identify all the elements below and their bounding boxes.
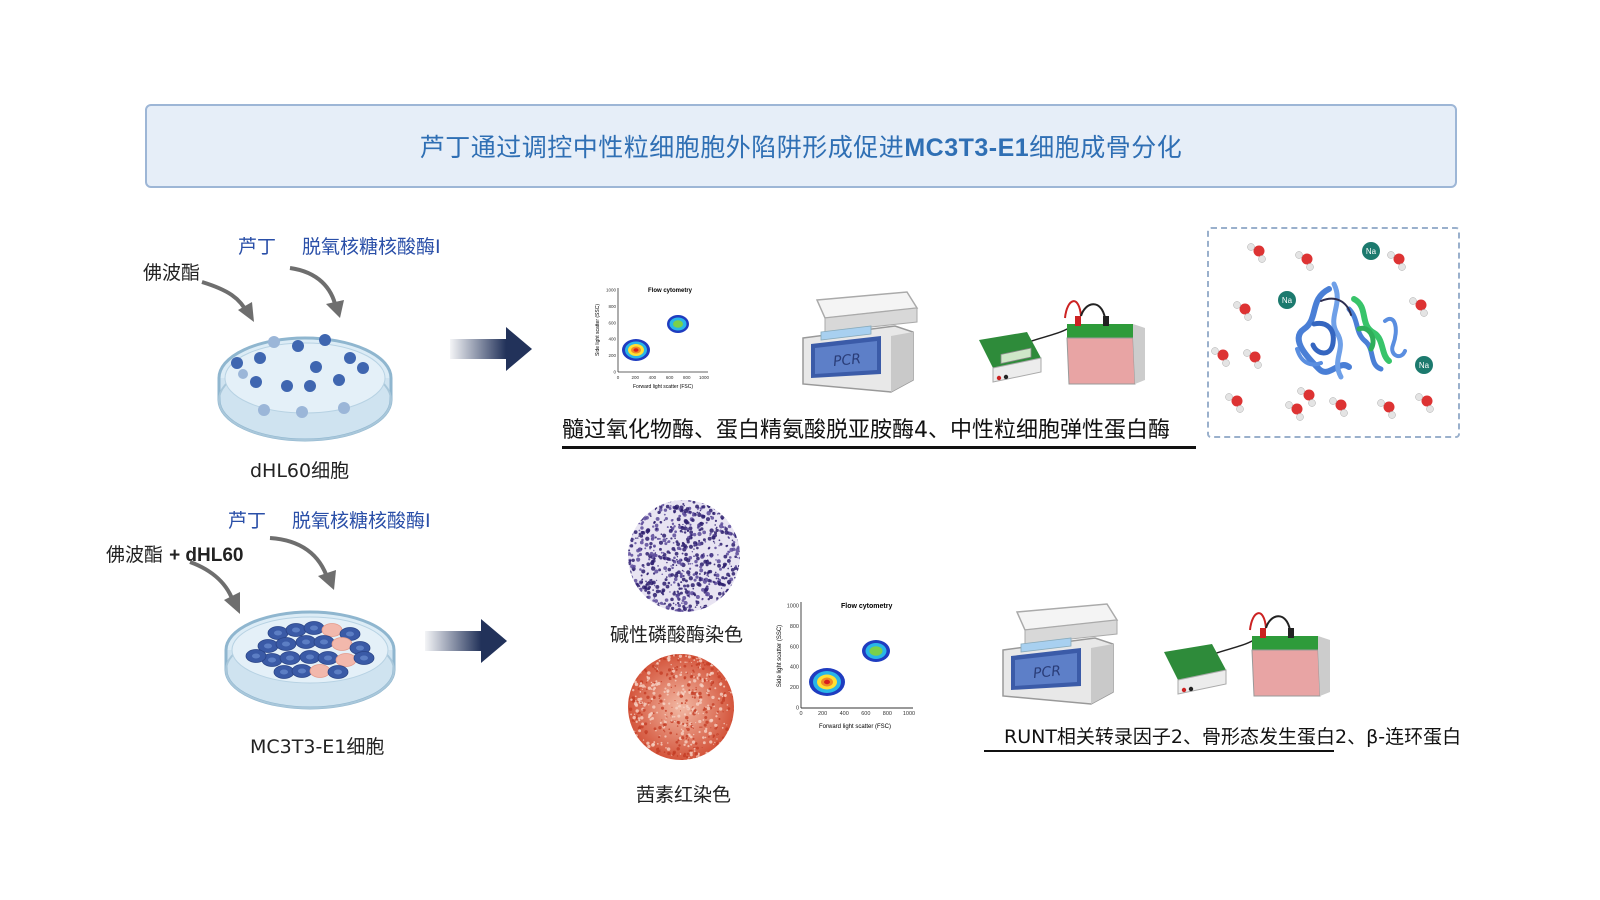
top-dish-illustration bbox=[201, 266, 393, 442]
water-molecule bbox=[1387, 251, 1406, 271]
bottom-dish-label: MC3T3-E1细胞 bbox=[250, 736, 385, 758]
flow-xtick: 400 bbox=[649, 375, 657, 380]
curved-arrow-icon bbox=[289, 266, 338, 309]
bottom-flow-cytometry-plot: Flow cytometry 0 200 400 600 800 1000 0 200 400… bbox=[777, 602, 915, 730]
top-pma-label: 佛波酯 bbox=[143, 262, 201, 284]
title-banner: 芦丁通过调控中性粒细胞胞外陷阱形成促进MC3T3-E1细胞成骨分化 bbox=[145, 104, 1457, 188]
protein-structure-illustration: Na Na Na bbox=[1211, 242, 1434, 421]
top-rutin-label: 芦丁 bbox=[238, 236, 277, 258]
top-dnase-label: 脱氧核糖核酸酶I bbox=[302, 236, 441, 258]
density-cluster-high bbox=[667, 315, 689, 333]
process-arrow-icon bbox=[450, 327, 532, 371]
flow-xlabel: Forward light scatter (FSC) bbox=[633, 384, 693, 390]
water-molecule bbox=[1329, 397, 1348, 417]
flow-title: Flow cytometry bbox=[648, 288, 693, 294]
flow-xtick: 0 bbox=[799, 711, 802, 717]
flow-ytick: 0 bbox=[613, 370, 616, 375]
flow-ytick: 0 bbox=[796, 706, 799, 712]
pcr-label: PCR bbox=[1032, 663, 1061, 682]
density-cluster-high bbox=[862, 640, 890, 662]
flow-xlabel: Forward light scatter (FSC) bbox=[819, 724, 891, 730]
flow-title: Flow cytometry bbox=[841, 603, 892, 610]
cell bbox=[321, 623, 343, 637]
svg-text:Na: Na bbox=[1419, 361, 1430, 370]
flow-ytick: 600 bbox=[790, 644, 799, 650]
water-molecule bbox=[1247, 243, 1266, 263]
bottom-dnase-label: 脱氧核糖核酸酶I bbox=[292, 510, 431, 532]
alizarin-stain-image bbox=[628, 654, 734, 760]
water-molecule bbox=[1225, 393, 1244, 413]
flow-ytick: 800 bbox=[790, 624, 799, 630]
process-arrow-icon bbox=[425, 619, 507, 663]
flow-xtick: 1000 bbox=[699, 375, 710, 380]
svg-text:Na: Na bbox=[1282, 296, 1293, 305]
bottom-caption: RUNT相关转录因子2、骨形态发生蛋白2、β-连环蛋白 bbox=[1004, 726, 1462, 748]
flow-xtick: 0 bbox=[617, 375, 620, 380]
flow-ytick: 800 bbox=[608, 304, 616, 309]
flow-ylabel: Side light scatter (SSC) bbox=[595, 304, 601, 356]
top-caption-underline bbox=[562, 446, 1196, 449]
flow-xtick: 200 bbox=[631, 375, 639, 380]
water-molecule bbox=[1243, 349, 1262, 369]
cell bbox=[335, 653, 357, 667]
flow-ytick: 200 bbox=[790, 685, 799, 691]
bottom-rutin-label: 芦丁 bbox=[228, 510, 267, 532]
top-dish-label: dHL60细胞 bbox=[250, 460, 350, 482]
flow-xtick: 1000 bbox=[903, 711, 915, 717]
bottom-dish-illustration bbox=[189, 536, 396, 710]
water-molecule bbox=[1233, 301, 1252, 321]
sodium-ion: Na bbox=[1362, 242, 1380, 260]
electrophoresis-icon bbox=[1164, 612, 1330, 697]
sodium-ion: Na bbox=[1278, 291, 1296, 309]
water-molecule bbox=[1297, 387, 1316, 407]
pcr-machine-icon: PCR bbox=[1002, 603, 1119, 705]
flow-xtick: 200 bbox=[818, 711, 827, 717]
density-cluster-low bbox=[622, 339, 650, 361]
flow-ytick: 400 bbox=[790, 665, 799, 671]
sodium-ion: Na bbox=[1415, 356, 1433, 374]
water-molecule bbox=[1415, 393, 1434, 413]
flow-ytick: 600 bbox=[608, 320, 616, 325]
electrophoresis-icon bbox=[979, 300, 1145, 385]
top-flow-cytometry-plot: Flow cytometry 0 200 400 600 800 1000 0 200 400… bbox=[595, 288, 710, 391]
alp-stain-image bbox=[628, 500, 740, 612]
protein-solution-panel: Na Na Na bbox=[1207, 227, 1460, 438]
water-molecule bbox=[1211, 347, 1230, 367]
alizarin-stain-label: 茜素红染色 bbox=[636, 784, 732, 806]
water-molecule bbox=[1295, 251, 1314, 271]
pcr-label: PCR bbox=[832, 351, 861, 370]
cell bbox=[331, 637, 353, 651]
flow-xtick: 600 bbox=[666, 375, 674, 380]
flow-xtick: 800 bbox=[883, 711, 892, 717]
curved-arrow-icon bbox=[269, 536, 330, 581]
flow-xtick: 600 bbox=[861, 711, 870, 717]
bottom-caption-underline bbox=[984, 750, 1334, 752]
page-title: 芦丁通过调控中性粒细胞胞外陷阱形成促进MC3T3-E1细胞成骨分化 bbox=[419, 133, 1183, 162]
svg-text:Na: Na bbox=[1366, 247, 1377, 256]
alp-stain-label: 碱性磷酸酶染色 bbox=[610, 624, 744, 646]
water-molecule bbox=[1409, 297, 1428, 317]
flow-ytick: 200 bbox=[608, 353, 616, 358]
water-molecule bbox=[1285, 401, 1304, 421]
flow-xtick: 400 bbox=[840, 711, 849, 717]
flow-xtick: 800 bbox=[683, 375, 691, 380]
flow-ytick: 400 bbox=[608, 337, 616, 342]
flow-ytick: 1000 bbox=[606, 288, 617, 293]
top-caption: 髓过氧化物酶、蛋白精氨酸脱亚胺酶4、中性粒细胞弹性蛋白酶 bbox=[562, 418, 1170, 443]
pcr-machine-icon: PCR bbox=[802, 291, 919, 393]
density-cluster-low bbox=[809, 668, 845, 696]
curved-arrow-icon bbox=[189, 560, 236, 605]
cell bbox=[309, 664, 331, 678]
bottom-pma-label: 佛波酯 + dHL60 bbox=[106, 544, 244, 566]
protein-ribbon bbox=[1295, 281, 1407, 380]
water-molecule bbox=[1377, 399, 1396, 419]
flow-ylabel: Side light scatter (SSC) bbox=[777, 625, 783, 687]
flow-ytick: 1000 bbox=[787, 604, 799, 610]
